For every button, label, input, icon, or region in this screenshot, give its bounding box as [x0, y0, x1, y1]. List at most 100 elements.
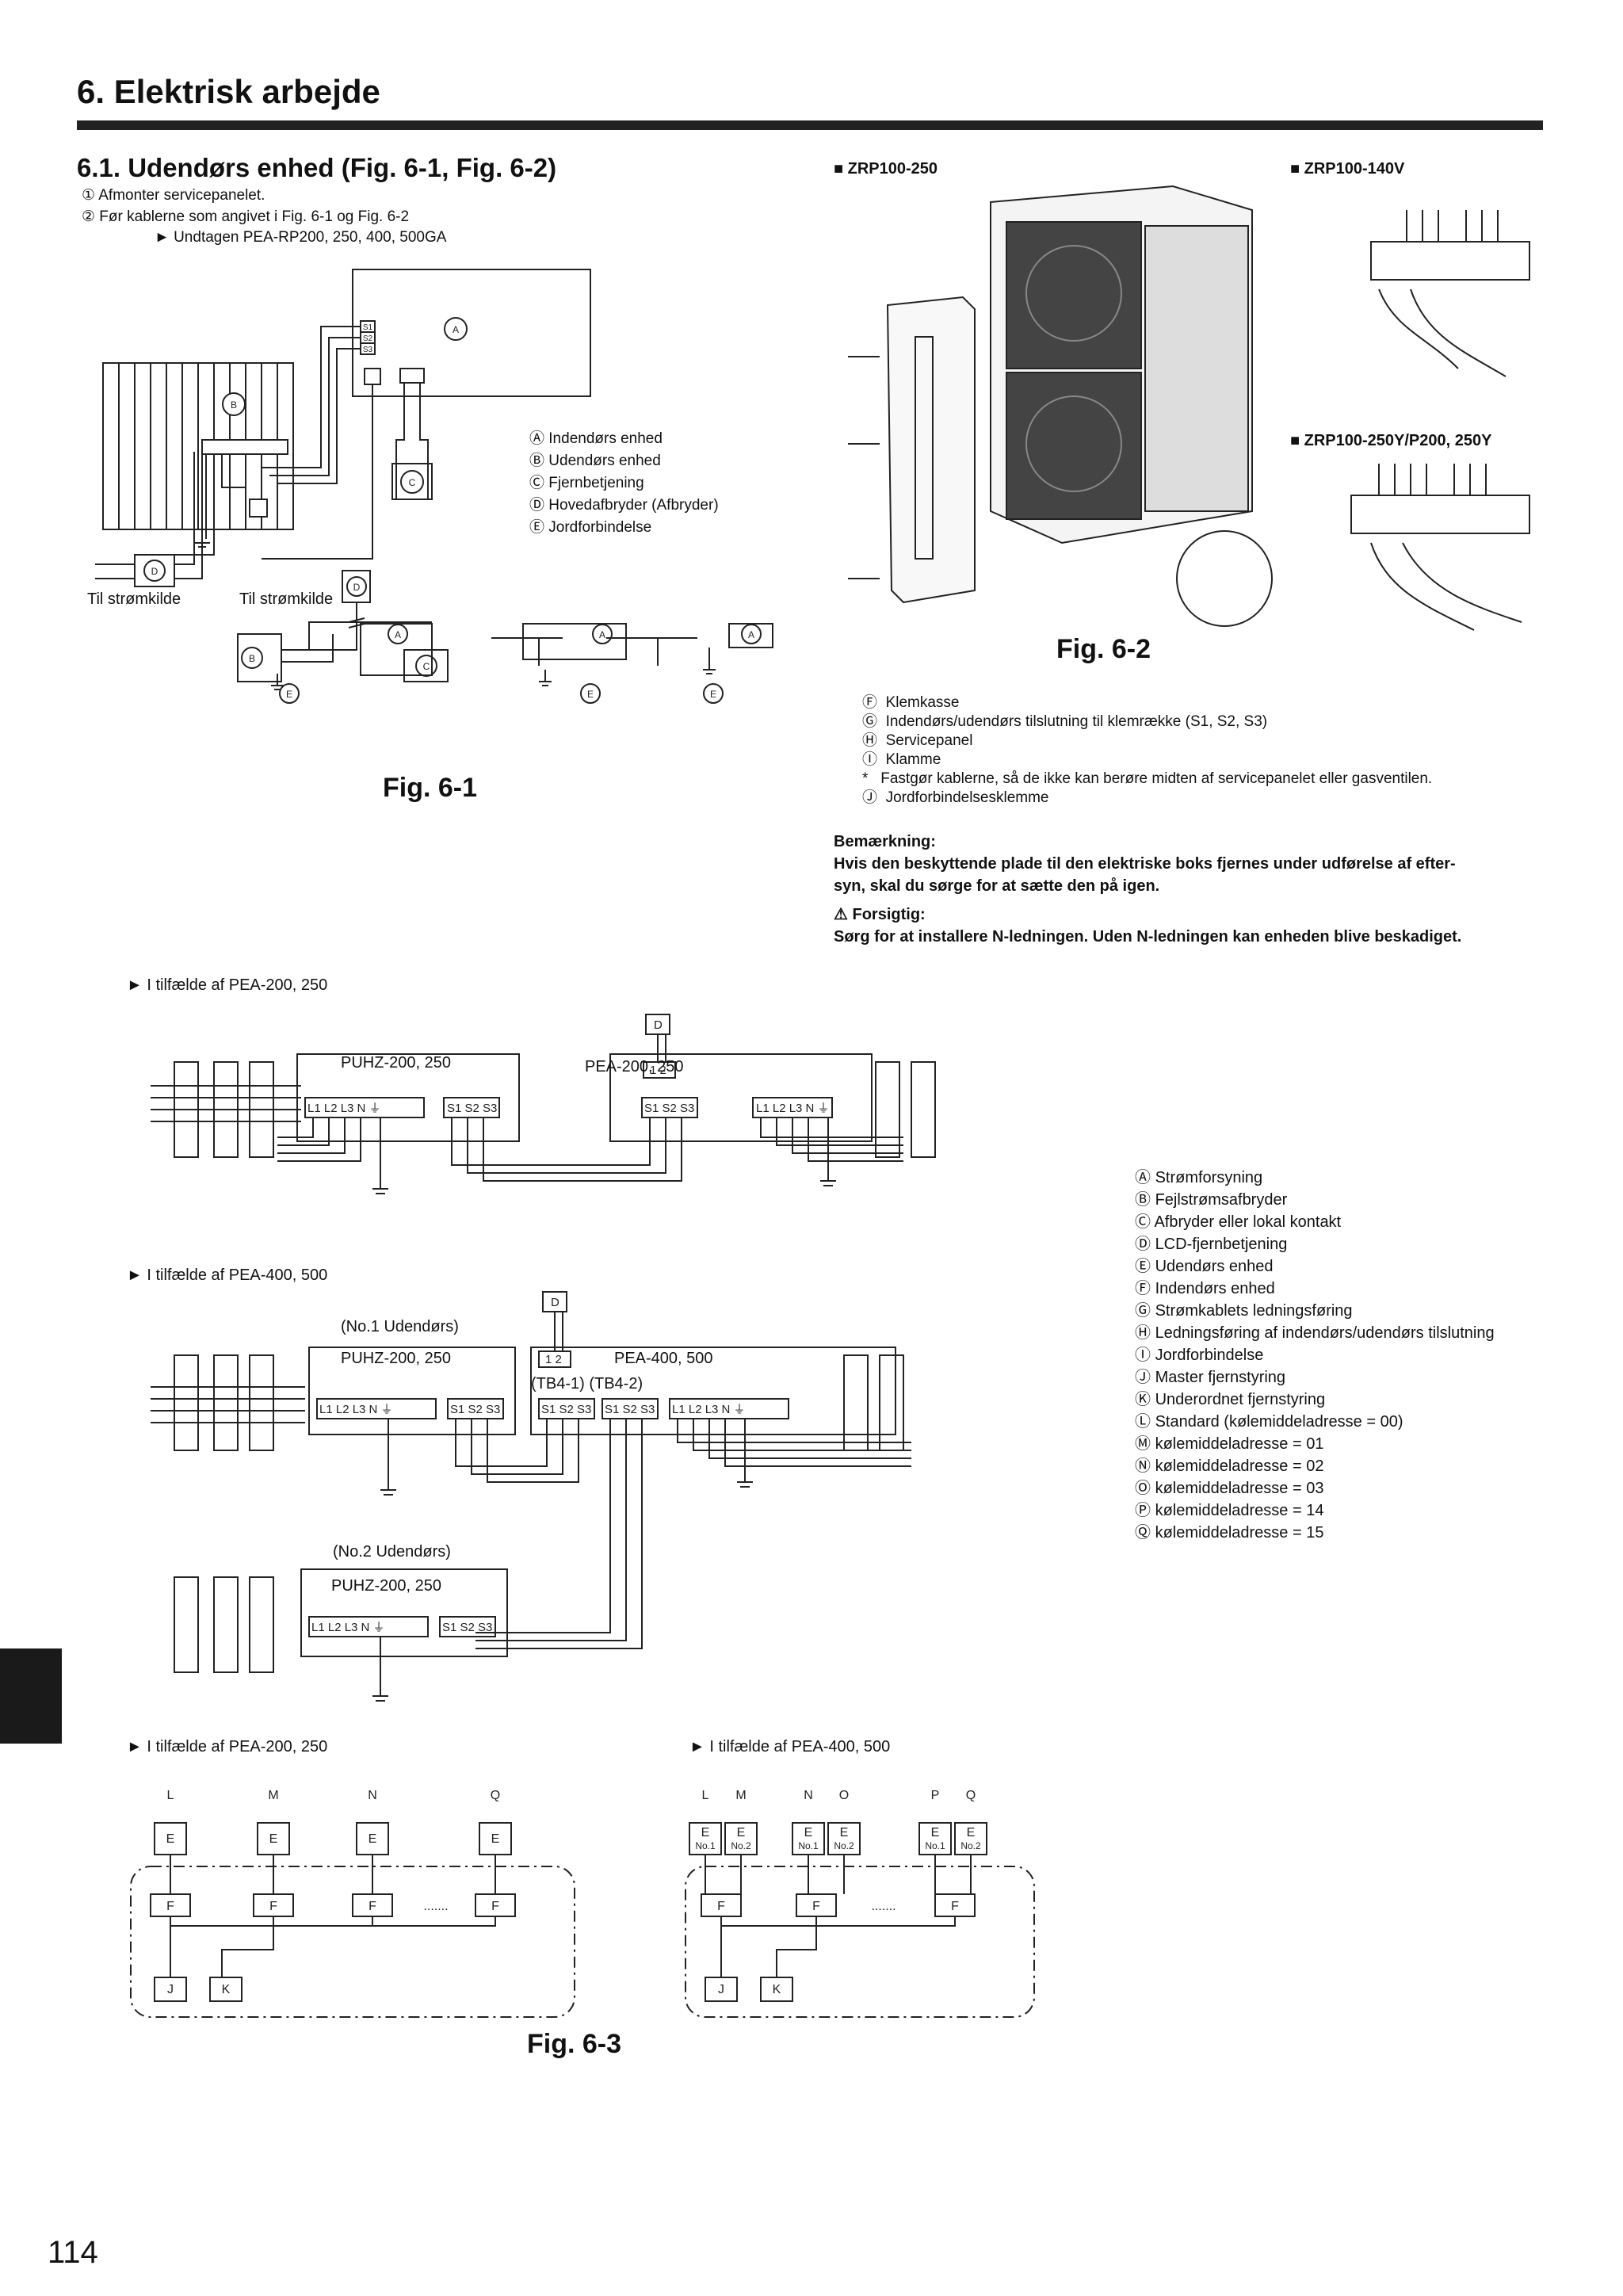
svg-text:L1 L2 L3 N ⏚: L1 L2 L3 N ⏚ — [319, 1403, 393, 1416]
svg-text:S3: S3 — [363, 346, 373, 354]
wiring-diagram-pea-400: L1 L2 L3 N ⏚ S1 S2 S3 S1 S2 S3 S1 S2 S3 … — [151, 1291, 911, 1702]
svg-text:.......: ....... — [423, 1900, 448, 1913]
svg-text:E: E — [491, 1832, 500, 1846]
legend-j-row: Ⓙ Jordforbindelsesklemme — [862, 789, 1049, 806]
case-pea-400-500: ► I tilfælde af PEA-400, 500 — [127, 1266, 328, 1284]
svg-text:K: K — [773, 1983, 781, 1996]
svg-text:L: L — [167, 1789, 174, 1802]
label-pea-200: PEA-200, 250 — [585, 1058, 684, 1075]
svg-text:F: F — [491, 1900, 499, 1913]
legend-big-q: Ⓠ kølemiddeladresse = 15 — [1135, 1524, 1324, 1541]
svg-text:B: B — [231, 399, 237, 411]
svg-text:N: N — [368, 1789, 377, 1802]
svg-text:S2: S2 — [363, 334, 373, 343]
legend-b: Ⓑ Udendørs enhed — [529, 453, 661, 469]
svg-text:J: J — [718, 1983, 724, 1996]
svg-text:A: A — [395, 629, 401, 640]
case-pea-200-250: ► I tilfælde af PEA-200, 250 — [127, 976, 328, 994]
svg-text:1 2: 1 2 — [650, 1064, 666, 1077]
step-exception: ► Undtagen PEA-RP200, 250, 400, 500GA — [155, 229, 447, 246]
section-title: 6. Elektrisk arbejde — [77, 73, 380, 110]
warning-icon: ⚠ — [834, 906, 848, 923]
svg-text:E: E — [701, 1826, 710, 1839]
label-no2: (No.2 Udendørs) — [333, 1543, 451, 1561]
legend-big-n: Ⓝ kølemiddeladresse = 02 — [1135, 1457, 1324, 1475]
legend-big-c: Ⓒ Afbryder eller lokal kontakt — [1135, 1213, 1342, 1231]
svg-text:D: D — [353, 582, 361, 593]
legend-a: Ⓐ Indendørs enhed — [529, 430, 663, 447]
svg-text:E: E — [931, 1826, 940, 1839]
model-zrp100-140v: ■ ZRP100-140V — [1290, 160, 1405, 178]
svg-text:.......: ....... — [871, 1900, 896, 1913]
svg-text:D: D — [551, 1296, 559, 1309]
label-no1: (No.1 Udendørs) — [341, 1318, 459, 1335]
header-rule — [77, 120, 1543, 130]
legend-h-row: Ⓗ Servicepanel — [862, 732, 973, 749]
legend-i-row: Ⓘ Klamme — [862, 751, 941, 768]
svg-text:S1 S2 S3: S1 S2 S3 — [447, 1102, 497, 1115]
legend-big-h: Ⓗ Ledningsføring af indendørs/udendørs t… — [1135, 1324, 1495, 1342]
svg-text:E: E — [710, 689, 716, 700]
power-source-right: Til strømkilde — [239, 590, 334, 608]
svg-text:A: A — [599, 629, 605, 640]
svg-text:C: C — [423, 661, 430, 672]
label-tb: (TB4-1) (TB4-2) — [531, 1375, 643, 1392]
svg-text:K: K — [222, 1983, 231, 1996]
svg-text:L1 L2 L3 N ⏚: L1 L2 L3 N ⏚ — [756, 1102, 830, 1115]
legend-big: Ⓐ Strømforsyning Ⓑ Fejlstrømsafbryder Ⓒ … — [1135, 1167, 1495, 1544]
page-number: 114 — [48, 2235, 98, 2270]
svg-text:D: D — [654, 1018, 663, 1032]
svg-text:F: F — [812, 1900, 820, 1913]
case-pea-200-250-b: ► I tilfælde af PEA-200, 250 — [127, 1738, 328, 1755]
svg-text:A: A — [748, 629, 754, 640]
caution-title-row: ⚠ Forsigtig: — [834, 904, 1461, 926]
label-puhz-1: PUHZ-200, 250 — [341, 1054, 451, 1072]
model-zrp100-250: ■ ZRP100-250 — [834, 160, 938, 178]
svg-text:No.2: No.2 — [834, 1840, 854, 1851]
svg-text:M: M — [268, 1789, 278, 1802]
legend-big-o: Ⓞ kølemiddeladresse = 03 — [1135, 1480, 1324, 1497]
svg-text:No.2: No.2 — [960, 1840, 981, 1851]
fig-6-2-legend: Ⓕ Klemkasse Ⓖ Indendørs/udendørs tilslut… — [862, 693, 1432, 808]
legend-big-g: Ⓖ Strømkablets ledningsføring — [1135, 1302, 1353, 1320]
legend-big-d: Ⓓ LCD-fjernbetjening — [1135, 1236, 1288, 1253]
svg-text:E: E — [967, 1826, 976, 1839]
svg-text:No.1: No.1 — [695, 1840, 716, 1851]
svg-text:C: C — [409, 477, 416, 488]
legend-big-j: Ⓙ Master fjernstyring — [1135, 1369, 1286, 1386]
svg-text:F: F — [951, 1900, 959, 1913]
subsection-title: 6.1. Udendørs enhed (Fig. 6-1, Fig. 6-2) — [77, 153, 557, 182]
label-puhz-2: PUHZ-200, 250 — [341, 1350, 451, 1367]
svg-text:J: J — [167, 1983, 174, 1996]
step-2: ② Før kablerne som angivet i Fig. 6-1 og… — [82, 208, 410, 225]
legend-big-i: Ⓘ Jordforbindelse — [1135, 1347, 1264, 1364]
svg-text:Q: Q — [491, 1789, 500, 1802]
fig-6-2-caption: Fig. 6-2 — [1056, 634, 1151, 664]
svg-text:S1 S2 S3: S1 S2 S3 — [644, 1102, 694, 1115]
svg-text:E: E — [840, 1826, 849, 1839]
label-pea-400: PEA-400, 500 — [614, 1350, 713, 1367]
svg-text:A: A — [453, 324, 459, 335]
svg-text:F: F — [369, 1900, 376, 1913]
model-zrp100-250y: ■ ZRP100-250Y/P200, 250Y — [1290, 432, 1492, 449]
svg-text:F: F — [269, 1900, 277, 1913]
svg-text:No.1: No.1 — [925, 1840, 945, 1851]
legend-big-a: Ⓐ Strømforsyning — [1135, 1169, 1263, 1186]
svg-text:D: D — [151, 566, 158, 577]
svg-text:E: E — [166, 1832, 175, 1846]
caution-text: Sørg for at installere N-ledningen. Uden… — [834, 928, 1462, 946]
svg-text:No.2: No.2 — [731, 1840, 751, 1851]
note-block: Bemærkning: Hvis den beskyttende plade t… — [834, 831, 1456, 897]
svg-text:S1: S1 — [363, 323, 373, 332]
legend-big-k: Ⓚ Underordnet fjernstyring — [1135, 1391, 1326, 1408]
indoor-unit-box — [352, 269, 591, 397]
svg-text:F: F — [166, 1900, 174, 1913]
power-source-left: Til strømkilde — [87, 590, 181, 608]
legend-big-f: Ⓕ Indendørs enhed — [1135, 1280, 1275, 1297]
caution-title: Forsigtig: — [852, 906, 926, 923]
legend-big-p: Ⓟ kølemiddeladresse = 14 — [1135, 1502, 1324, 1519]
svg-text:L1 L2 L3 N ⏚: L1 L2 L3 N ⏚ — [672, 1403, 746, 1416]
legend-g-row: Ⓖ Indendørs/udendørs tilslutning til kle… — [862, 713, 1268, 730]
svg-text:O: O — [839, 1789, 849, 1802]
